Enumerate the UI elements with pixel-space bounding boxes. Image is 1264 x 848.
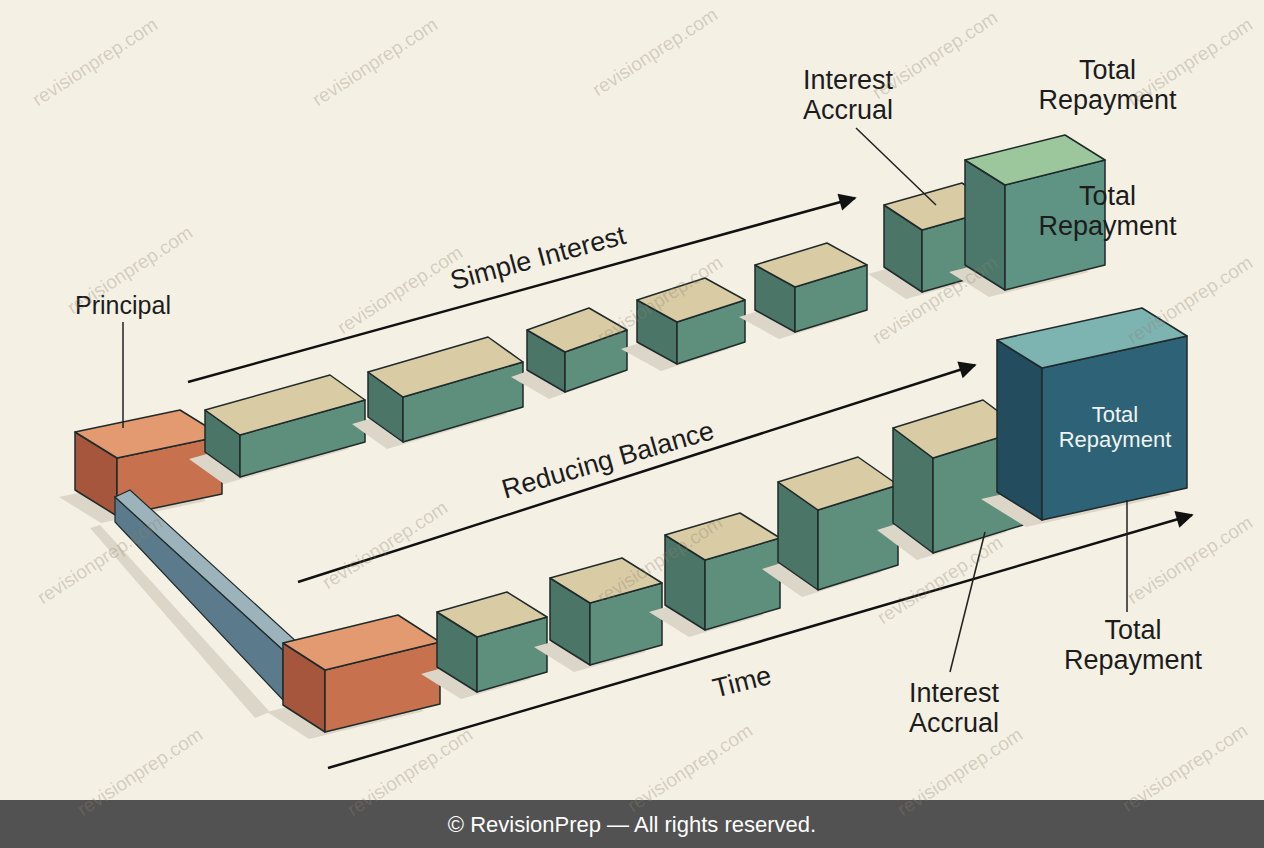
block-top [965,135,1105,185]
block-label: Total Repayment [1040,403,1190,452]
leader-line [122,322,124,428]
callout-label: Interest Accrual [889,678,1019,738]
block [762,457,898,597]
block [267,615,440,739]
block-top [755,243,867,287]
connecting-beam [90,490,298,718]
repayment-block: Total Repayment [1040,393,1190,473]
background [0,0,1264,800]
arrows [123,128,1192,768]
block-top [283,615,440,670]
block-label: Total Repayment [1020,181,1195,241]
block [189,375,365,484]
block-top [205,375,365,435]
leader-line [856,128,936,205]
block-top [75,410,222,458]
block [981,308,1187,527]
direction-arrow [188,198,855,382]
block-top [778,457,898,510]
block [421,592,547,699]
block [739,243,867,339]
block [352,337,523,449]
block-top [437,592,547,637]
copyright-footer: © RevisionPrep — All rights reserved. [312,813,952,838]
beam-top [115,490,298,650]
block-top [368,337,523,397]
block-side [997,340,1042,520]
direction-arrow [298,365,975,582]
callout-label: Total Repayment [1053,615,1213,675]
blocks [59,135,1187,739]
